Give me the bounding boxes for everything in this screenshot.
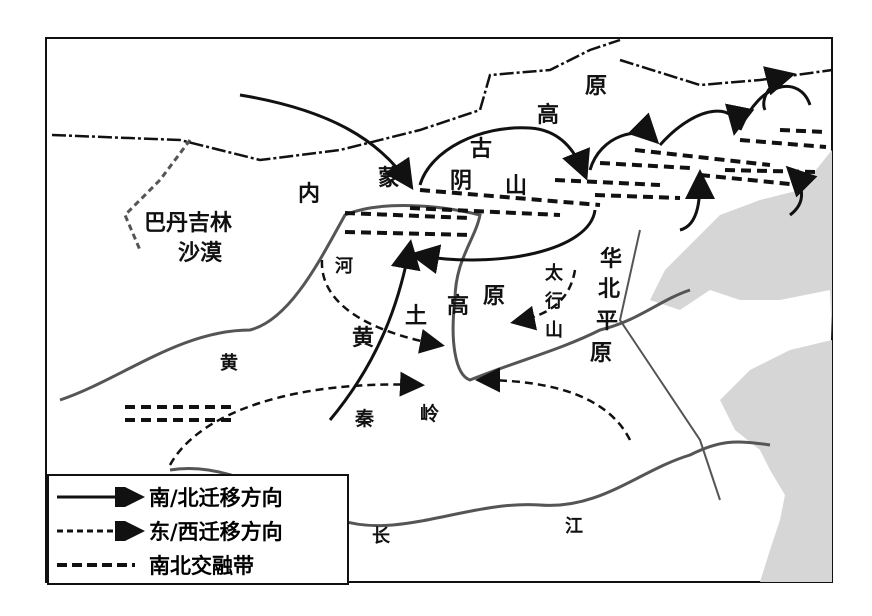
label-yin: 阴 — [450, 168, 473, 194]
label-ping: 平 — [596, 308, 619, 334]
dashed-arrow-icon — [57, 521, 145, 541]
label-yuan: 原 — [585, 73, 608, 99]
label-yuan-plain: 原 — [590, 340, 613, 366]
label-huang-loess: 黄 — [352, 325, 375, 351]
label-shan-taihang: 山 — [545, 320, 563, 341]
legend-label: 南/北迁移方向 — [149, 485, 283, 510]
great-wall-west — [123, 139, 192, 251]
label-tai: 太 — [545, 263, 563, 284]
dashed-line-icon — [57, 563, 135, 567]
label-hua: 华 — [600, 246, 623, 272]
label-desert: 沙漠 — [178, 240, 223, 266]
north-south-arrows — [239, 66, 810, 421]
label-hang: 行 — [545, 291, 563, 312]
sea — [650, 150, 832, 582]
solid-arrow-icon — [57, 487, 145, 507]
east-west-arrows — [168, 259, 632, 466]
label-nei: 内 — [298, 181, 321, 207]
label-jiang: 江 — [565, 516, 583, 537]
legend-label: 东/西迁移方向 — [149, 519, 283, 544]
label-he: 河 — [335, 256, 353, 277]
grand-canal — [618, 229, 721, 501]
label-huang-river: 黄 — [220, 353, 238, 374]
yellow-river — [59, 204, 691, 402]
label-gao: 高 — [537, 102, 560, 128]
label-gu: 古 — [470, 136, 493, 162]
label-chang: 长 — [372, 526, 390, 547]
label-shan: 山 — [505, 173, 528, 199]
legend-label: 南北交融带 — [149, 553, 254, 578]
legend: 南/北迁移方向 东/西迁移方向 南北交融带 — [47, 474, 349, 585]
legend-item-fusion-belt: 南北交融带 — [55, 550, 254, 580]
legend-item-north-south: 南/北迁移方向 — [55, 482, 283, 512]
fusion-belts — [125, 128, 827, 422]
label-qin: 秦 — [355, 408, 375, 430]
border-line — [51, 38, 833, 162]
label-gao-loess: 高 — [447, 293, 470, 319]
label-tu: 土 — [405, 303, 428, 329]
label-badain-jaran: 巴丹吉林 — [144, 210, 233, 236]
label-meng: 蒙 — [378, 165, 401, 191]
legend-item-east-west: 东/西迁移方向 — [55, 516, 283, 546]
label-bei: 北 — [598, 276, 621, 302]
label-yuan-loess: 原 — [483, 283, 506, 309]
label-ling: 岭 — [420, 403, 440, 425]
